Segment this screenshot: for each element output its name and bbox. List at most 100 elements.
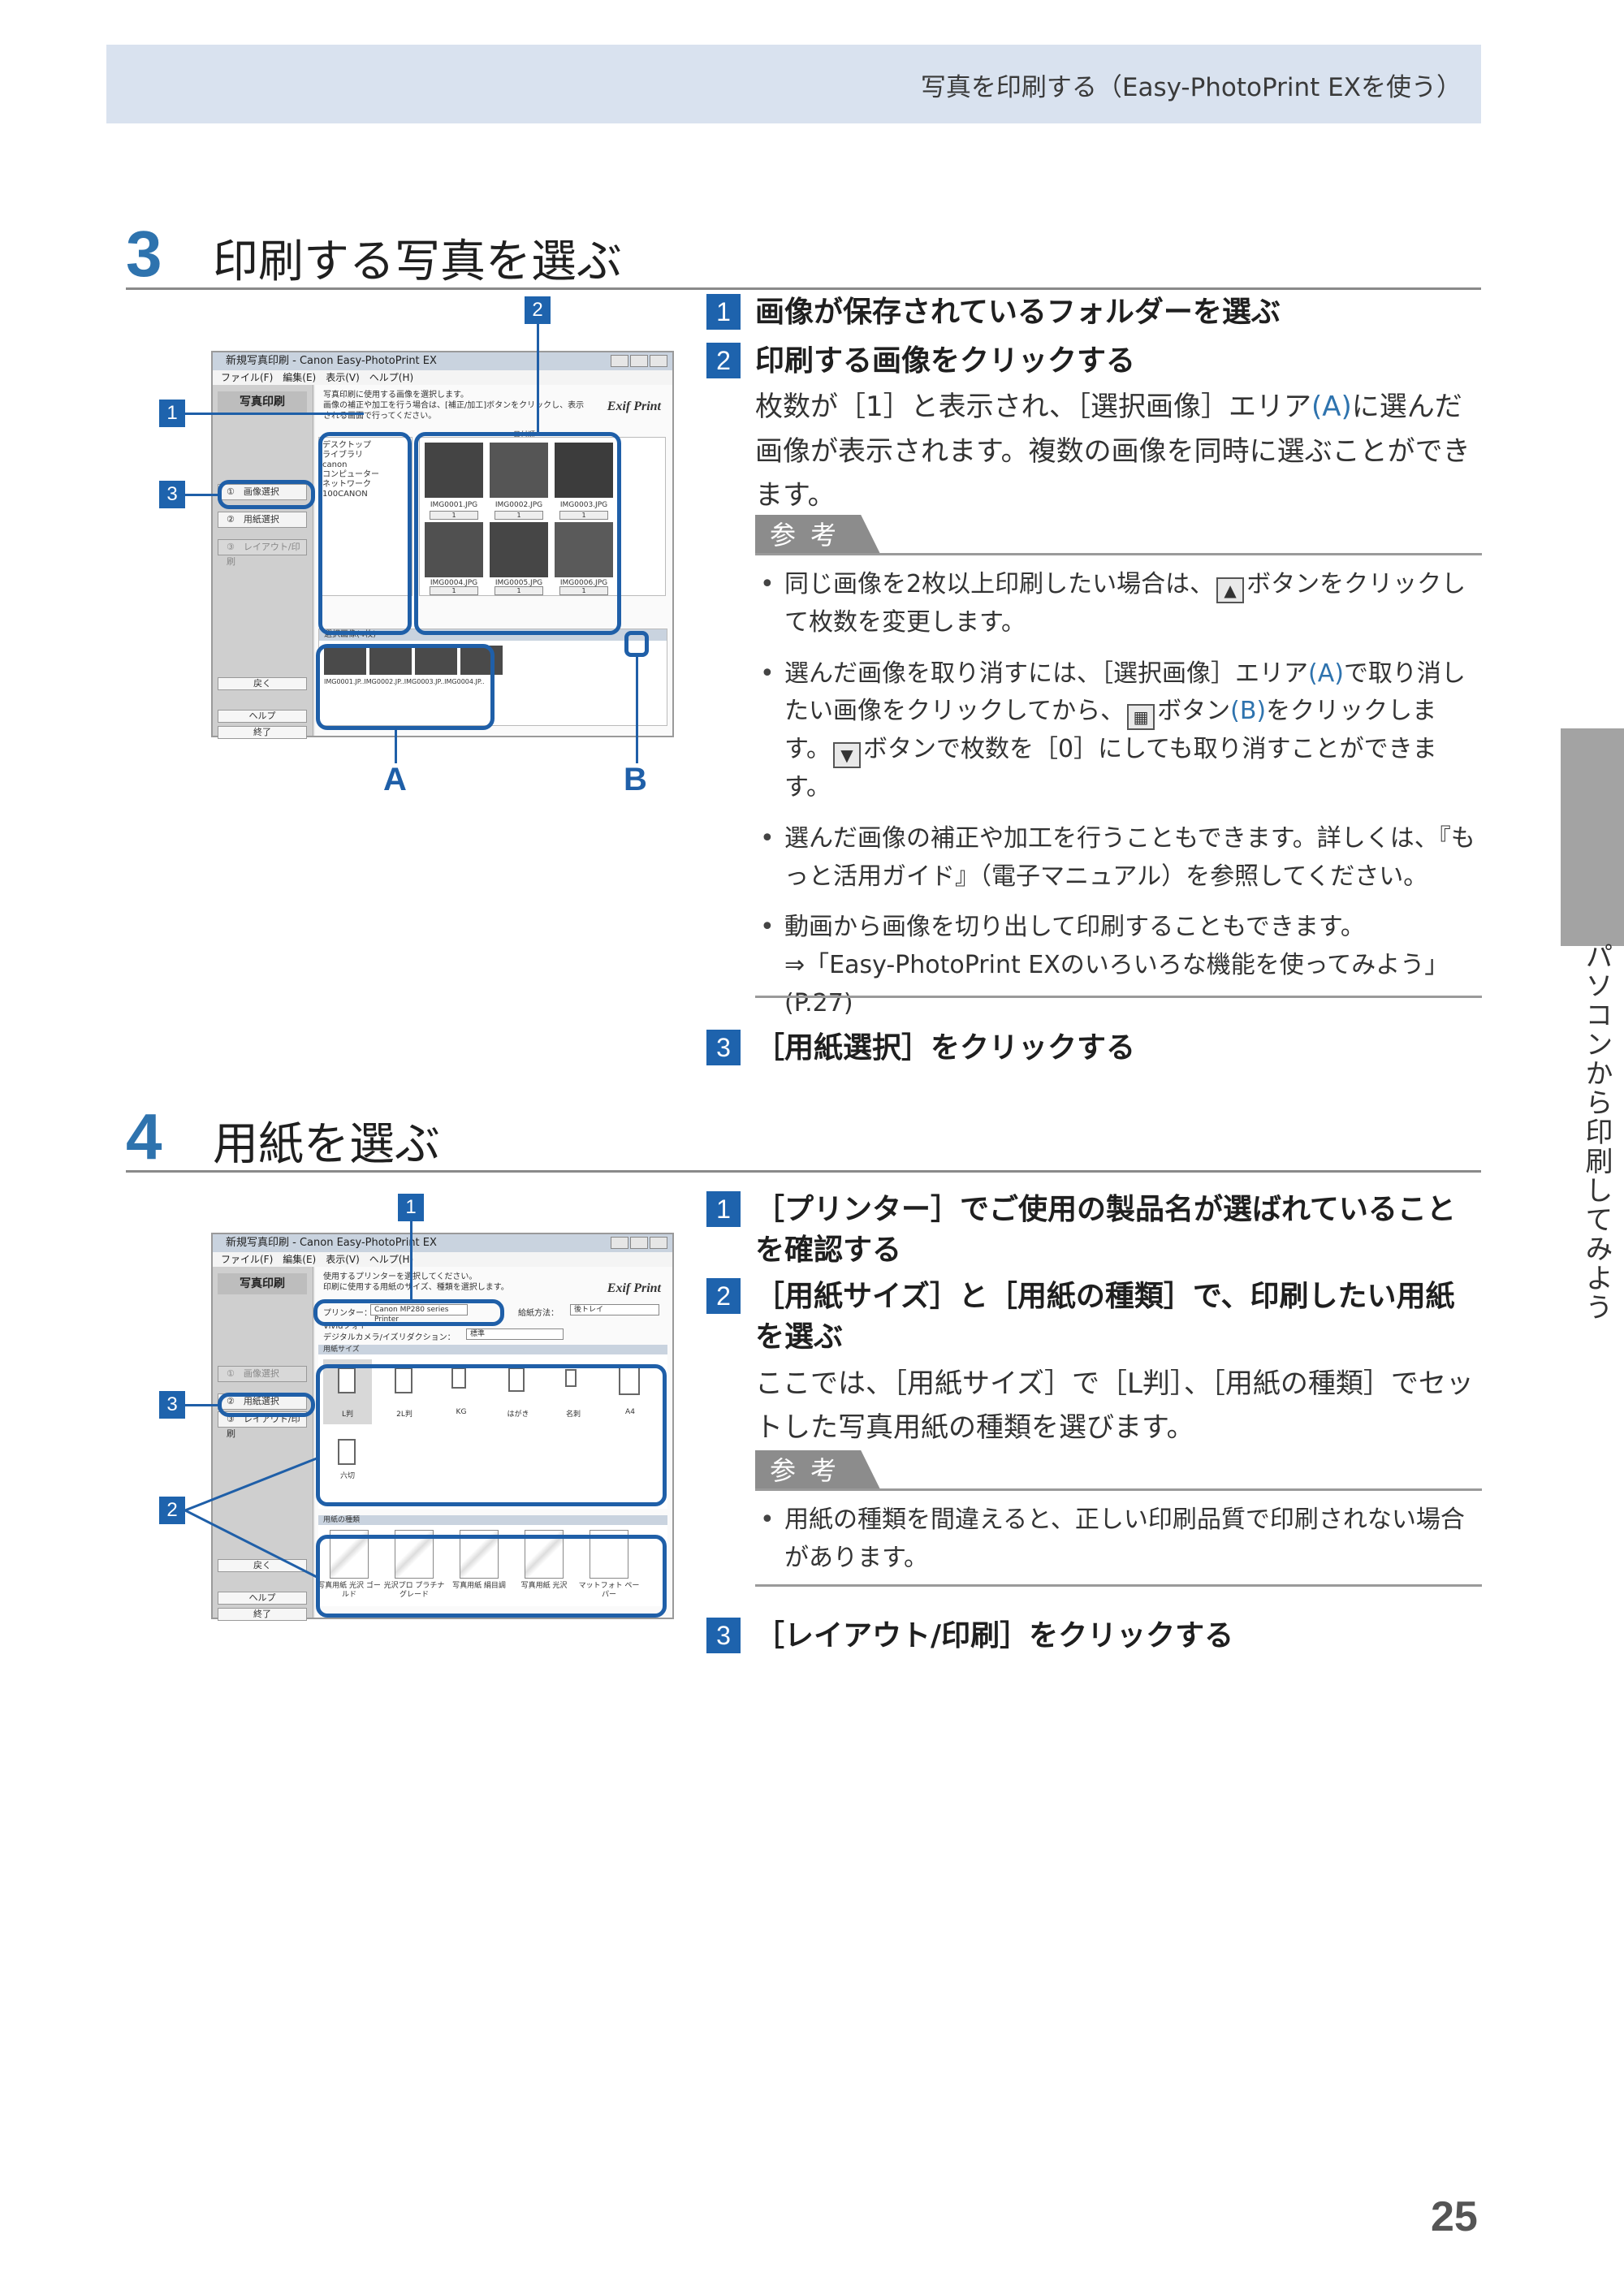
instruction-text: 使用するプリンターを選択してください。 印刷に使用する用紙のサイズ、種類を選択し… [323, 1272, 509, 1292]
section-3-title: 印刷する写真を選ぶ [213, 235, 622, 288]
step-title: 印刷する画像をクリックする [755, 344, 1136, 378]
step-title: ［プリンター］でご使用の製品名が選ばれていることを確認する [755, 1193, 1456, 1268]
nav-back-button: 戻く [218, 677, 307, 690]
reference-label: 参考 [755, 1450, 881, 1491]
count-stepper: 1 [430, 586, 478, 595]
leader-line [537, 324, 539, 434]
note-item: 選んだ画像の補正や加工を行うこともできます。詳しくは、『もっと活用ガイド』（電子… [755, 820, 1482, 896]
paper-size-icon [338, 1367, 356, 1393]
paper-size-label: はがき [507, 1411, 529, 1419]
paper-size-label: A4 [625, 1408, 635, 1416]
thumbnail-name: IMG0003.JPG [559, 501, 608, 509]
callout-2: 2 [525, 296, 551, 324]
step-4-3: 3 ［レイアウト/印刷］をクリックする [706, 1616, 1482, 1657]
reference-label: 参考 [755, 515, 881, 555]
nav-paper-select: ② 用紙選択 [218, 512, 307, 528]
paper-size-icon [395, 1367, 412, 1393]
highlight-printer [313, 1299, 504, 1326]
step-badge: 1 [706, 294, 741, 330]
window-menubar: ファイル(F) 編集(E) 表示(V) ヘルプ(H) [213, 1252, 672, 1267]
paper-size-label: L判 [341, 1411, 353, 1419]
folder-tree: デスクトップ ライブラリ canon コンピューター ネットワーク 100CAN… [318, 437, 412, 596]
step-title: ［レイアウト/印刷］をクリックする [755, 1619, 1234, 1652]
nav-image-select: ① 画像選択 [218, 484, 307, 500]
reference-notes: 用紙の種類を間違えると、正しい印刷品質で印刷されない場合があります。 [755, 1501, 1482, 1591]
thumbnail-image [555, 443, 613, 498]
count-stepper: 1 [495, 511, 543, 520]
exif-print-logo: Exif Print [607, 1281, 661, 1295]
header-band: 写真を印刷する（Easy-PhotoPrint EXを使う） [106, 45, 1481, 123]
thumbnail-image [490, 443, 548, 498]
nav-help-button: ヘルプ [218, 1592, 307, 1605]
paper-type-label: 写真用紙 光沢 [520, 1582, 568, 1590]
folder-item: ネットワーク [322, 480, 371, 489]
leader-line [636, 656, 638, 763]
paper-size-icon [451, 1367, 466, 1389]
highlight-paper-type [316, 1535, 667, 1618]
step-body: 枚数が［1］と表示され、［選択画像］エリア(A)に選んだ画像が表示されます。複数… [755, 391, 1471, 512]
callout-3: 3 [159, 1391, 185, 1419]
section-4-heading: 4 用紙を選ぶ [126, 1098, 1481, 1173]
paper-size-label: KG [456, 1408, 467, 1416]
down-arrow-icon: ▼ [833, 742, 861, 769]
window-controls [611, 355, 667, 367]
reference-notes: 同じ画像を2枚以上印刷したい場合は、▲ボタンをクリックして枚数を変更します。 選… [755, 566, 1482, 1036]
step-3-3: 3 ［用紙選択］をクリックする [706, 1028, 1482, 1069]
nav-image-select: ① 画像選択 [218, 1366, 307, 1382]
step-badge: 1 [706, 1191, 741, 1227]
step-body: ここでは、［用紙サイズ］で［L判］、［用紙の種類］でセットした写真用紙の種類を選… [755, 1367, 1474, 1445]
window-title: 新規写真印刷 - Canon Easy-PhotoPrint EX [226, 1237, 437, 1249]
paper-type-group: 用紙の種類 [318, 1515, 667, 1525]
navigation-pane: 写真印刷 ① 画像選択 ② 用紙選択 ③ レイアウト/印刷 戻く ヘルプ 終了 [213, 385, 313, 739]
nav-exit-button: 終了 [218, 726, 307, 739]
leader-line [185, 413, 364, 415]
step-badge: 2 [706, 343, 741, 378]
highlight-delete-button [624, 631, 649, 657]
side-tab-text: パソコンから印刷してみよう [1580, 942, 1613, 1322]
count-stepper: 1 [559, 586, 608, 595]
thumbnail-image [490, 522, 548, 577]
header-title: 写真を印刷する（Easy-PhotoPrint EXを使う） [920, 73, 1462, 102]
step-4-2: 2 ［用紙サイズ］と［用紙の種類］で、印刷したい用紙を選ぶ ここでは、［用紙サイ… [706, 1277, 1482, 1450]
leader-line [185, 1404, 218, 1406]
up-arrow-icon: ▲ [1216, 577, 1245, 603]
side-tab-marker [1561, 728, 1624, 946]
vivid-photo-checkbox: Vividフォト [323, 1322, 368, 1331]
thumbnail-image [425, 443, 483, 498]
thumbnail-name: IMG0001.JPG [430, 501, 478, 509]
paper-size-icon [565, 1369, 577, 1387]
paper-type-label: 光沢プロ プラチナグレード [383, 1582, 445, 1599]
instruction-text: 写真印刷に使用する画像を選択します。 画像の補正や加工を行う場合は、[補正/加工… [323, 391, 585, 421]
paper-size-label: 名刺 [565, 1411, 581, 1419]
callout-2-leader-lines [185, 1457, 317, 1579]
note-item: 選んだ画像を取り消すには、［選択画像］エリア(A)で取り消したい画像をクリックし… [755, 655, 1482, 807]
folder-item: コンピューター [322, 470, 379, 479]
highlight-paper-size [316, 1364, 667, 1506]
thumbnail-image [555, 522, 613, 577]
section-3-heading: 3 印刷する写真を選ぶ [126, 215, 1481, 290]
delete-image-icon: ▦ [1127, 704, 1155, 731]
page-number: 25 [1431, 2193, 1478, 2240]
note-item: 同じ画像を2枚以上印刷したい場合は、▲ボタンをクリックして枚数を変更します。 [755, 566, 1482, 642]
noise-reduction-select: 標準 [466, 1328, 564, 1340]
label-b: B [624, 762, 647, 797]
paper-type-label: マットフォト ペーパー [578, 1582, 640, 1599]
paper-size-icon [508, 1367, 525, 1392]
window-titlebar: 新規写真印刷 - Canon Easy-PhotoPrint EX [213, 352, 672, 370]
callout-3: 3 [159, 481, 185, 508]
selected-thumbnail [415, 646, 457, 675]
thumbnail-name: IMG0005.JPG [495, 579, 543, 587]
highlight-selected-area [316, 644, 495, 730]
folder-item: 100CANON [322, 490, 368, 499]
callout-2: 2 [159, 1497, 185, 1524]
note-item: 用紙の種類を間違えると、正しい印刷品質で印刷されない場合があります。 [755, 1501, 1482, 1578]
step-title: 画像が保存されているフォルダーを選ぶ [755, 296, 1281, 329]
paper-type-label: 写真用紙 絹目調 [452, 1582, 506, 1590]
step-title: ［用紙選択］をクリックする [755, 1031, 1136, 1065]
thumbnail-name: IMG0004.JPG [430, 579, 478, 587]
window-titlebar: 新規写真印刷 - Canon Easy-PhotoPrint EX [213, 1234, 672, 1252]
leader-line [410, 1221, 412, 1299]
note-item: 動画から画像を切り出して印刷することもできます。⇒「Easy-PhotoPrin… [755, 909, 1482, 1022]
folder-item: デスクトップ [322, 441, 371, 450]
step-4-1: 1 ［プリンター］でご使用の製品名が選ばれていることを確認する [706, 1190, 1482, 1272]
